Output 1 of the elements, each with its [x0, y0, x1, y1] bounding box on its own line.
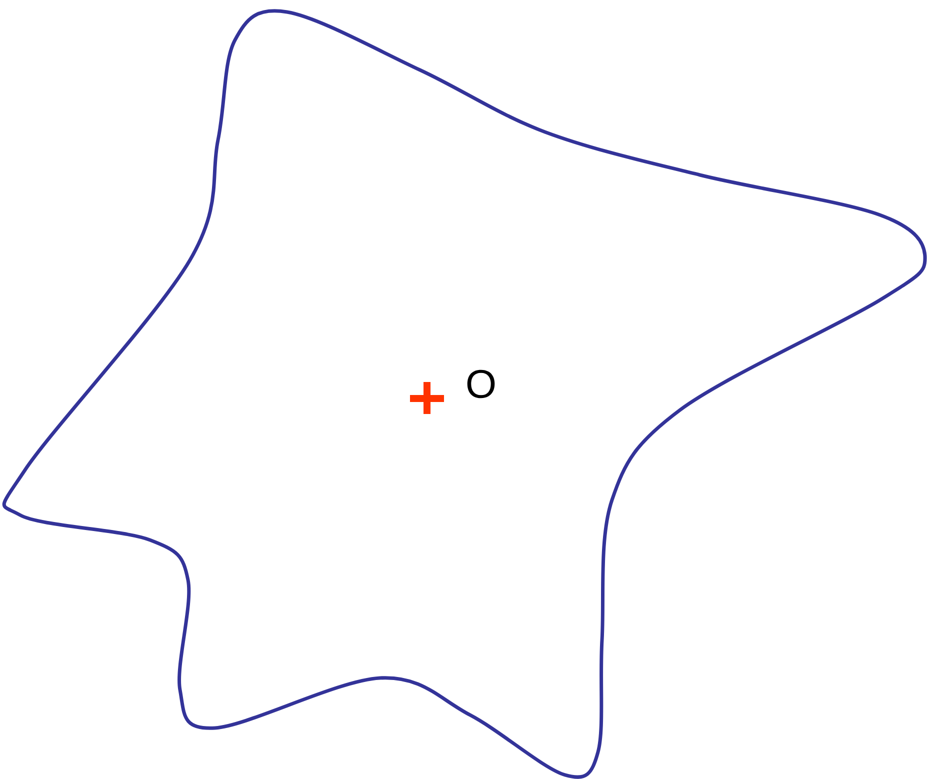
- point-label: O: [467, 370, 495, 398]
